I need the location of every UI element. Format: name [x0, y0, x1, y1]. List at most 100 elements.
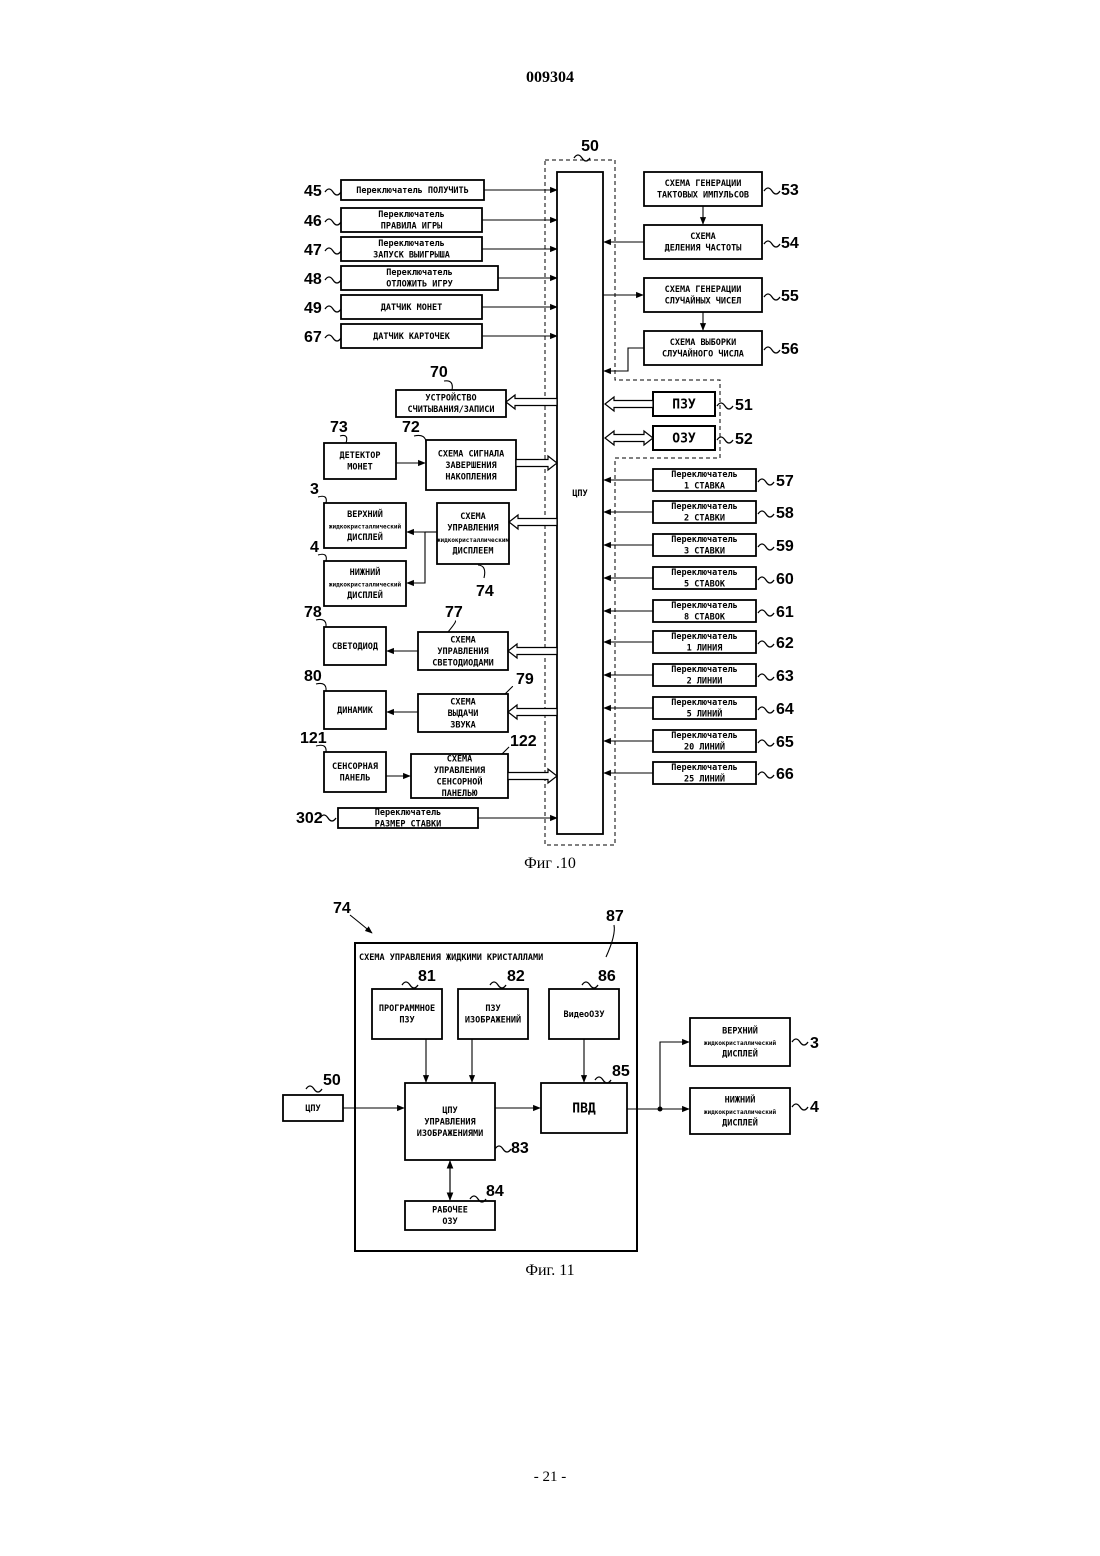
led-control-circuit: СХЕМАУПРАВЛЕНИЯСВЕТОДИОДАМИ [418, 632, 508, 670]
reference-number: 49 [304, 300, 322, 317]
bus-arrow [508, 769, 557, 783]
leader-squiggle [490, 982, 506, 988]
connector-line [604, 348, 644, 371]
right-switch-63-label: 2 ЛИНИИ [687, 677, 723, 687]
leader-squiggle [792, 1104, 808, 1110]
right-switch-65-label: Переключатель [671, 731, 738, 741]
reference-number: 80 [304, 668, 322, 685]
reference-number: 122 [510, 733, 537, 750]
reference-number: 73 [330, 419, 348, 436]
leader-squiggle [764, 294, 780, 300]
coin-detector-label: ДЕТЕКТОР [340, 451, 381, 461]
right-switch-66-label: Переключатель [671, 763, 738, 773]
left-switch-45-label: Переключатель ПОЛУЧИТЬ [356, 186, 469, 196]
leader-squiggle [325, 189, 341, 195]
touch-panel-label: ПАНЕЛЬ [340, 774, 371, 784]
cpu-block [557, 172, 603, 834]
accumulation-signal-circuit-label: НАКОПЛЕНИЯ [445, 472, 496, 482]
right-switch-66: Переключатель25 ЛИНИЙ [653, 762, 756, 785]
circuit-54-label: ДЕЛЕНИЯ ЧАСТОТЫ [665, 244, 742, 254]
touch-panel-control-label: СЕНСОРНОЙ [436, 776, 482, 788]
leader-squiggle [792, 1039, 808, 1045]
leader-squiggle [325, 248, 341, 254]
reference-number: 51 [735, 397, 753, 414]
right-switch-59: Переключатель3 СТАВКИ [653, 534, 756, 557]
bus-arrow-shape [509, 515, 557, 529]
right-switch-64-label: 5 ЛИНИЙ [687, 708, 723, 720]
sound-output-circuit: СХЕМАВЫДАЧИЗВУКА [418, 694, 508, 732]
led: СВЕТОДИОД [324, 627, 386, 665]
bet-size-switch-label: РАЗМЕР СТАВКИ [375, 820, 442, 830]
leader-squiggle [758, 740, 774, 746]
right-switch-64: Переключатель5 ЛИНИЙ [653, 697, 756, 720]
frame-title: СХЕМА УПРАВЛЕНИЯ ЖИДКИМИ КРИСТАЛЛАМИ [359, 953, 543, 963]
left-switch-46-label: ПРАВИЛА ИГРЫ [381, 222, 442, 232]
circuit-53-label: ТАКТОВЫХ ИМПУЛЬСОВ [657, 191, 749, 201]
sound-output-circuit-label: СХЕМА [450, 697, 476, 707]
lcd-display-control-label: СХЕМА [460, 512, 486, 522]
leader-line [340, 435, 347, 443]
right-switch-61-label: Переключатель [671, 601, 738, 611]
lower-lcd-display-label: жидкокристаллический [329, 581, 402, 588]
led-control-circuit-label: СВЕТОДИОДАМИ [432, 658, 493, 668]
bet-size-switch: ПереключательРАЗМЕР СТАВКИ [338, 808, 478, 830]
leader-squiggle [717, 403, 733, 409]
leader-line [444, 381, 452, 390]
reference-number: 302 [296, 810, 323, 827]
reader-writer: УСТРОЙСТВОСЧИТЫВАНИЯ/ЗАПИСИ [396, 390, 506, 417]
left-switch-47-label: Переключатель [378, 239, 445, 249]
reference-number: 87 [606, 908, 624, 925]
bus-arrow-shape [506, 395, 557, 409]
bus-arrow-shape [508, 705, 557, 719]
right-switch-57: Переключатель1 СТАВКА [653, 469, 756, 492]
circuit-54: СХЕМАДЕЛЕНИЯ ЧАСТОТЫ [644, 225, 762, 259]
accumulation-signal-circuit-label: СХЕМА СИГНАЛА [438, 449, 505, 459]
leader-squiggle [758, 544, 774, 550]
work-ram: РАБОЧЕЕОЗУ [405, 1201, 495, 1230]
right-switch-59-label: Переключатель [671, 535, 738, 545]
speaker: ДИНАМИК [324, 691, 386, 729]
circuit-55-label: СХЕМА ГЕНЕРАЦИИ [665, 285, 742, 295]
touch-panel-control-label: СХЕМА [447, 755, 473, 765]
reference-number: 84 [486, 1183, 504, 1200]
connector-line [407, 532, 425, 583]
reference-number: 57 [776, 473, 794, 490]
circuit-56-label: СЛУЧАЙНОГО ЧИСЛА [662, 348, 744, 360]
reference-number: 63 [776, 668, 794, 685]
bus-arrow [509, 515, 557, 529]
leader-squiggle [764, 241, 780, 247]
leader-squiggle [758, 511, 774, 517]
reference-number: 4 [810, 1099, 819, 1116]
reference-number: 66 [776, 766, 794, 783]
image-rom-label: ИЗОБРАЖЕНИЙ [465, 1014, 521, 1026]
reader-writer-label: УСТРОЙСТВО [425, 392, 476, 404]
leader-squiggle [582, 982, 598, 988]
lower-lcd-display-fig11-label: НИЖНИЙ [725, 1093, 756, 1105]
left-switch-45: Переключатель ПОЛУЧИТЬ [341, 180, 484, 200]
touch-panel-control-label: ПАНЕЛЬЮ [442, 789, 479, 799]
reference-number: 74 [476, 583, 494, 600]
left-switch-48: ПереключательОТЛОЖИТЬ ИГРУ [341, 266, 498, 290]
right-switch-66-label: 25 ЛИНИЙ [684, 773, 725, 785]
reference-number: 50 [581, 138, 599, 155]
reference-number: 81 [418, 968, 436, 985]
leader-squiggle [402, 982, 418, 988]
page-number: - 21 - [534, 1469, 567, 1485]
leader-squiggle [764, 188, 780, 194]
reference-number: 3 [310, 481, 319, 498]
work-ram-label: РАБОЧЕЕ [432, 1206, 468, 1216]
left-switch-46-label: Переключатель [378, 210, 445, 220]
memory-51-label: ПЗУ [672, 398, 696, 413]
leader-squiggle [325, 335, 341, 341]
bus-arrow [508, 705, 557, 719]
reference-number: 45 [304, 183, 322, 200]
bus-arrow-shape [605, 397, 653, 411]
bus-arrow-shape [605, 431, 653, 445]
circuit-55: СХЕМА ГЕНЕРАЦИИСЛУЧАЙНЫХ ЧИСЕЛ [644, 278, 762, 312]
lower-lcd-display-fig11-label: жидкокристаллический [704, 1109, 777, 1116]
bus-arrow-shape [508, 769, 557, 783]
image-rom: ПЗУИЗОБРАЖЕНИЙ [458, 989, 528, 1039]
right-switch-60-label: Переключатель [671, 568, 738, 578]
right-switch-64-label: Переключатель [671, 698, 738, 708]
